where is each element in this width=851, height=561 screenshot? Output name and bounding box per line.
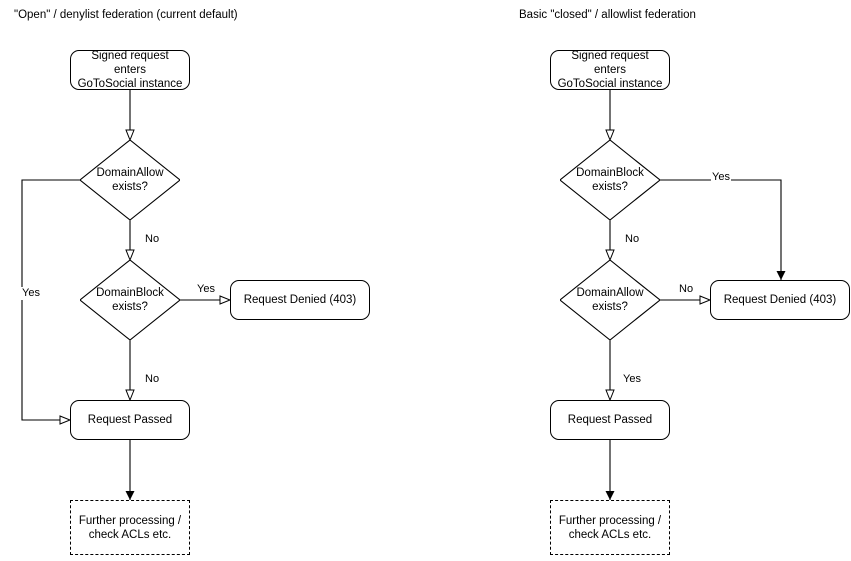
decision-domainblock-exists-left: DomainBlock exists? (80, 260, 180, 340)
edge-label-domainblock-no-left: No (144, 373, 161, 386)
diagram-title-open-denylist: "Open" / denylist federation (current de… (14, 9, 238, 21)
diagram-title-closed-allowlist: Basic "closed" / allowlist federation (519, 9, 696, 21)
node-further-processing-left: Further processing / check ACLs etc. (70, 500, 190, 555)
node-label: Request Denied (403) (243, 294, 357, 306)
edge-label-domainblock-no-right: No (624, 233, 641, 246)
decision-label: DomainAllow exists? (96, 167, 164, 193)
decision-domainblock-exists-right: DomainBlock exists? (560, 140, 660, 220)
decision-domainallow-exists-left: DomainAllow exists? (80, 140, 180, 220)
node-label: Further processing / check ACLs etc. (558, 514, 662, 541)
node-label: Request Passed (87, 414, 173, 426)
node-label: Signed request enters GoToSocial instanc… (77, 50, 183, 90)
node-further-processing-right: Further processing / check ACLs etc. (550, 500, 670, 555)
diamond-shape (80, 140, 180, 220)
decision-label: DomainBlock exists? (96, 287, 164, 313)
diamond-shape (560, 140, 660, 220)
node-label: Signed request enters GoToSocial instanc… (557, 50, 663, 90)
edge-label-domainblock-yes-right: Yes (711, 171, 731, 184)
diamond-shape (80, 260, 180, 340)
node-request-passed-right: Request Passed (550, 400, 670, 440)
edge-label-domainblock-yes-left: Yes (196, 283, 216, 296)
edge-label-domainallow-no-right: No (678, 283, 695, 296)
node-label: Further processing / check ACLs etc. (78, 514, 182, 541)
node-request-passed-left: Request Passed (70, 400, 190, 440)
edge-label-domainallow-yes-right: Yes (622, 373, 642, 386)
decision-label: DomainAllow exists? (576, 287, 644, 313)
diamond-shape (560, 260, 660, 340)
node-signed-request-enters-left: Signed request enters GoToSocial instanc… (70, 50, 190, 90)
node-label: Request Denied (403) (723, 294, 837, 306)
edge-label-domainallow-no-left: No (144, 233, 161, 246)
node-label: Request Passed (567, 414, 653, 426)
node-signed-request-enters-right: Signed request enters GoToSocial instanc… (550, 50, 670, 90)
node-request-denied-left: Request Denied (403) (230, 280, 370, 320)
edge-label-domainallow-yes-left: Yes (21, 287, 41, 300)
decision-domainallow-exists-right: DomainAllow exists? (560, 260, 660, 340)
node-request-denied-right: Request Denied (403) (710, 280, 850, 320)
decision-label: DomainBlock exists? (576, 167, 644, 193)
